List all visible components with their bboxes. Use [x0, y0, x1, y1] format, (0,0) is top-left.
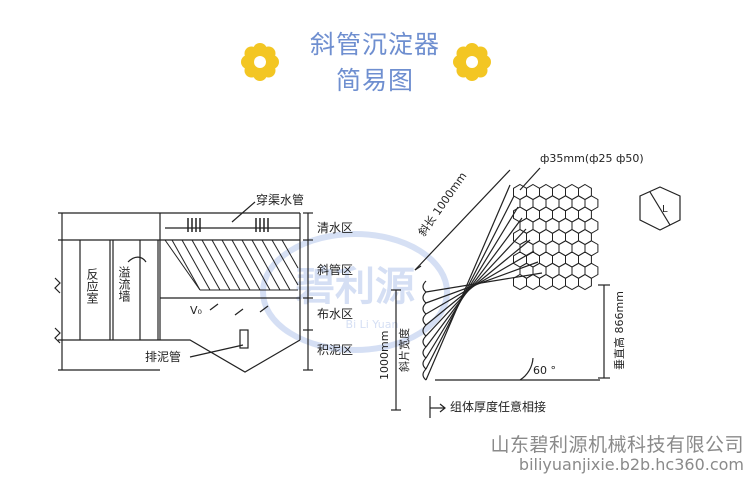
label-velocity: V₀	[190, 304, 203, 317]
tube-curve	[422, 313, 427, 326]
label-hex: L	[662, 204, 668, 215]
hex-cell	[578, 273, 592, 291]
label-reaction-room: 反应室	[85, 268, 99, 304]
flower-icon	[453, 43, 491, 81]
left-tank-diagram	[54, 201, 313, 373]
label-zone-sludge: 积泥区	[317, 343, 353, 357]
tube-curve	[422, 368, 427, 381]
right-diagram-labels: ф35mm(ф25 ф50) 斜长 1000mm 垂直高 866mm 1000m…	[378, 152, 668, 414]
title-line-2: 简易图	[335, 66, 414, 95]
label-vertical-height: 垂直高 866mm	[612, 291, 626, 370]
watermark-text: 碧利源	[295, 264, 415, 310]
label-diameter: ф35mm(ф25 ф50)	[540, 152, 644, 165]
tube-curve	[422, 302, 427, 315]
flower-icon	[241, 43, 279, 81]
tube-edge	[425, 250, 535, 315]
honeycomb-block	[513, 183, 599, 291]
left-diagram-labels: 反应室 溢流墙 穿渠水管 V₀ 排泥管 清水区 斜管区 布水区 积泥区	[85, 192, 353, 364]
tube-edge	[425, 195, 515, 370]
company-name: 山东碧利源机械科技有限公司	[490, 434, 744, 456]
tube-edge	[425, 239, 531, 326]
label-thickness: 组体厚度任意相接	[450, 399, 546, 414]
label-height: 1000mm	[378, 331, 391, 380]
watermark-subtext: Bi Li Yuan	[346, 318, 399, 331]
label-zone-clear-water: 清水区	[317, 221, 353, 235]
tube-edge	[425, 217, 523, 348]
tube-curve	[422, 357, 427, 370]
hex-cell	[565, 273, 579, 291]
tube-edge	[425, 184, 511, 381]
label-zone-inclined-tube: 斜管区	[317, 262, 353, 277]
tube-curve	[422, 291, 427, 304]
tube-edge	[425, 206, 519, 359]
tube-curve	[422, 346, 427, 359]
title-line-1: 斜管沉淀器	[309, 30, 440, 59]
watermark: 碧利源 Bi Li Yuan	[260, 231, 450, 353]
label-angle: 60 °	[533, 364, 556, 377]
tube-edge	[425, 228, 527, 337]
right-tube-diagram	[391, 167, 681, 418]
inclined-tube-stack	[422, 184, 543, 381]
hex-cell	[526, 273, 540, 291]
company-url: biliyuanjixie.b2b.hc360.com	[518, 455, 744, 474]
label-collector-pipe: 穿渠水管	[256, 192, 304, 207]
label-plate-width: 斜片宽度	[397, 328, 411, 372]
label-sludge-pipe: 排泥管	[145, 349, 181, 364]
hex-cell	[539, 273, 553, 291]
label-zone-distribution: 布水区	[317, 307, 353, 321]
label-overflow-wall: 溢流墙	[117, 266, 131, 303]
tube-curve	[422, 324, 427, 337]
hex-cell	[552, 273, 566, 291]
label-slant-length: 斜长 1000mm	[416, 170, 470, 239]
tube-curve	[422, 280, 427, 293]
tube-curve	[422, 335, 427, 348]
